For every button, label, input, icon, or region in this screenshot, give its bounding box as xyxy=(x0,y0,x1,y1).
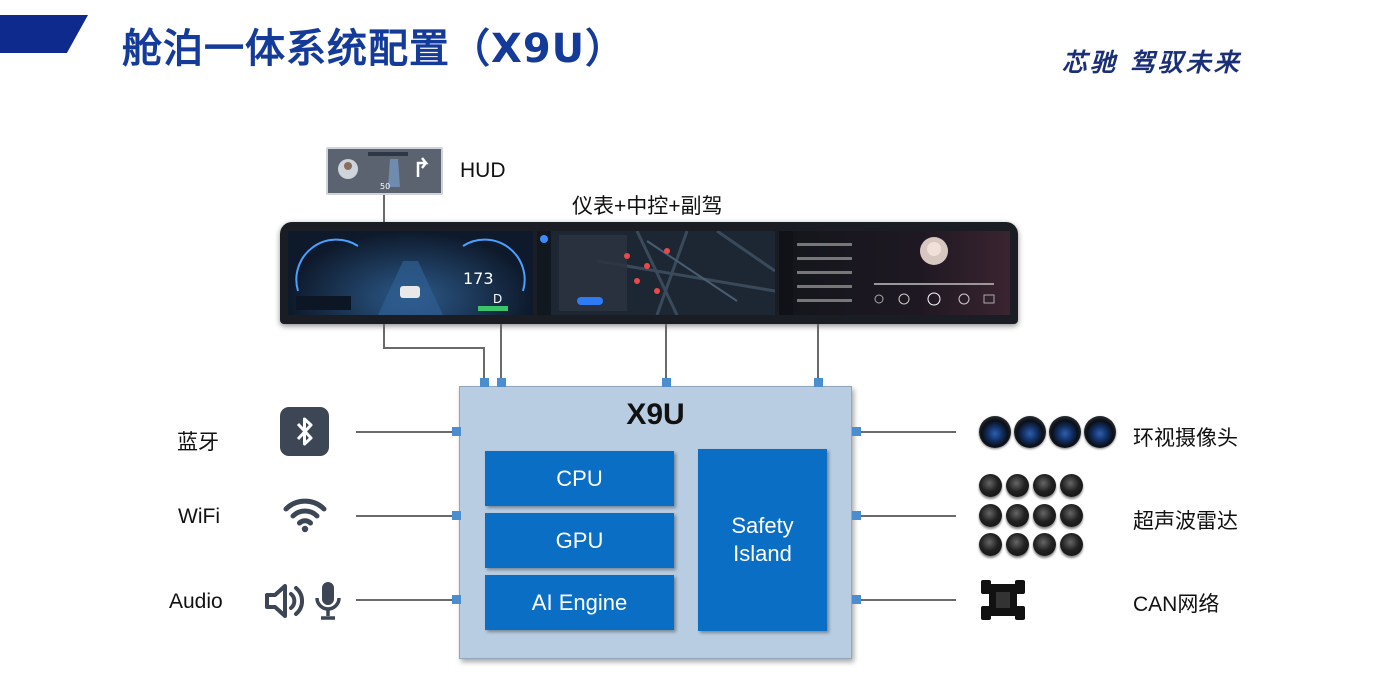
chip-name: X9U xyxy=(626,398,685,431)
camera-icon xyxy=(1014,416,1046,448)
chip-port xyxy=(452,595,461,604)
hud-screen-image: 50 xyxy=(326,147,443,195)
radar-sensor-icon xyxy=(1033,504,1056,527)
connector-line xyxy=(500,324,502,379)
connector-line xyxy=(356,515,452,517)
connector-line xyxy=(383,324,385,349)
connector-line xyxy=(356,431,452,433)
radar-sensor-icon xyxy=(979,474,1002,497)
main-display-image: 173 D xyxy=(280,222,1018,324)
instrument-cluster-screen: 173 D xyxy=(288,231,533,315)
gpu-block: GPU xyxy=(485,513,674,568)
radar-sensor-icon xyxy=(1033,474,1056,497)
audio-label: Audio xyxy=(169,590,223,613)
vehicle-chassis-icon xyxy=(980,578,1026,622)
radar-sensor-icon xyxy=(979,504,1002,527)
can-network-label: CAN网络 xyxy=(1133,593,1220,616)
bluetooth-label: 蓝牙 xyxy=(177,431,219,454)
hud-label: HUD xyxy=(460,159,506,182)
microphone-icon xyxy=(312,580,344,622)
hud-connector-line xyxy=(383,195,385,222)
camera-icon xyxy=(1049,416,1081,448)
page-title: 舱泊一体系统配置（X9U） xyxy=(122,26,627,72)
wifi-icon xyxy=(283,497,327,533)
main-display-label: 仪表+中控+副驾 xyxy=(572,195,723,218)
connector-line xyxy=(861,431,956,433)
radar-sensor-icon xyxy=(1006,474,1029,497)
surround-camera-group xyxy=(977,414,1117,450)
radar-sensor-icon xyxy=(1006,504,1029,527)
radar-sensor-icon xyxy=(1033,533,1056,556)
connector-line xyxy=(383,347,485,349)
svg-text:173: 173 xyxy=(463,269,494,288)
chip-port xyxy=(480,378,489,387)
chip-port xyxy=(452,427,461,436)
ultrasonic-radar-label: 超声波雷达 xyxy=(1133,510,1238,533)
title-accent-bar xyxy=(0,15,88,53)
connector-line xyxy=(356,599,452,601)
radar-sensor-icon xyxy=(1060,504,1083,527)
chip-port xyxy=(662,378,671,387)
ai-engine-block: AI Engine xyxy=(485,575,674,630)
radar-sensor-icon xyxy=(1060,474,1083,497)
safety-island-block: Safety Island xyxy=(698,449,827,631)
cpu-block: CPU xyxy=(485,451,674,506)
connector-line xyxy=(665,324,667,379)
connector-line xyxy=(817,324,819,379)
chip-port xyxy=(814,378,823,387)
chip-port xyxy=(852,427,861,436)
speaker-icon xyxy=(264,581,306,621)
center-console-screen xyxy=(537,231,775,315)
wifi-label: WiFi xyxy=(178,505,220,528)
radar-sensor-icon xyxy=(1060,533,1083,556)
connector-line xyxy=(861,599,956,601)
radar-sensor-icon xyxy=(1006,533,1029,556)
camera-icon xyxy=(1084,416,1116,448)
chip-port xyxy=(852,511,861,520)
bluetooth-icon xyxy=(280,407,329,456)
passenger-screen xyxy=(779,231,1010,315)
svg-text:50: 50 xyxy=(380,182,390,191)
slogan: 芯驰 驾驭未来 xyxy=(1062,48,1242,77)
connector-line xyxy=(483,347,485,379)
ultrasonic-radar-group xyxy=(977,472,1087,558)
camera-icon xyxy=(979,416,1011,448)
connector-line xyxy=(861,515,956,517)
chip-port xyxy=(497,378,506,387)
radar-sensor-icon xyxy=(979,533,1002,556)
chip-port xyxy=(852,595,861,604)
surround-camera-label: 环视摄像头 xyxy=(1133,427,1238,450)
chip-port xyxy=(452,511,461,520)
svg-text:D: D xyxy=(493,292,502,306)
